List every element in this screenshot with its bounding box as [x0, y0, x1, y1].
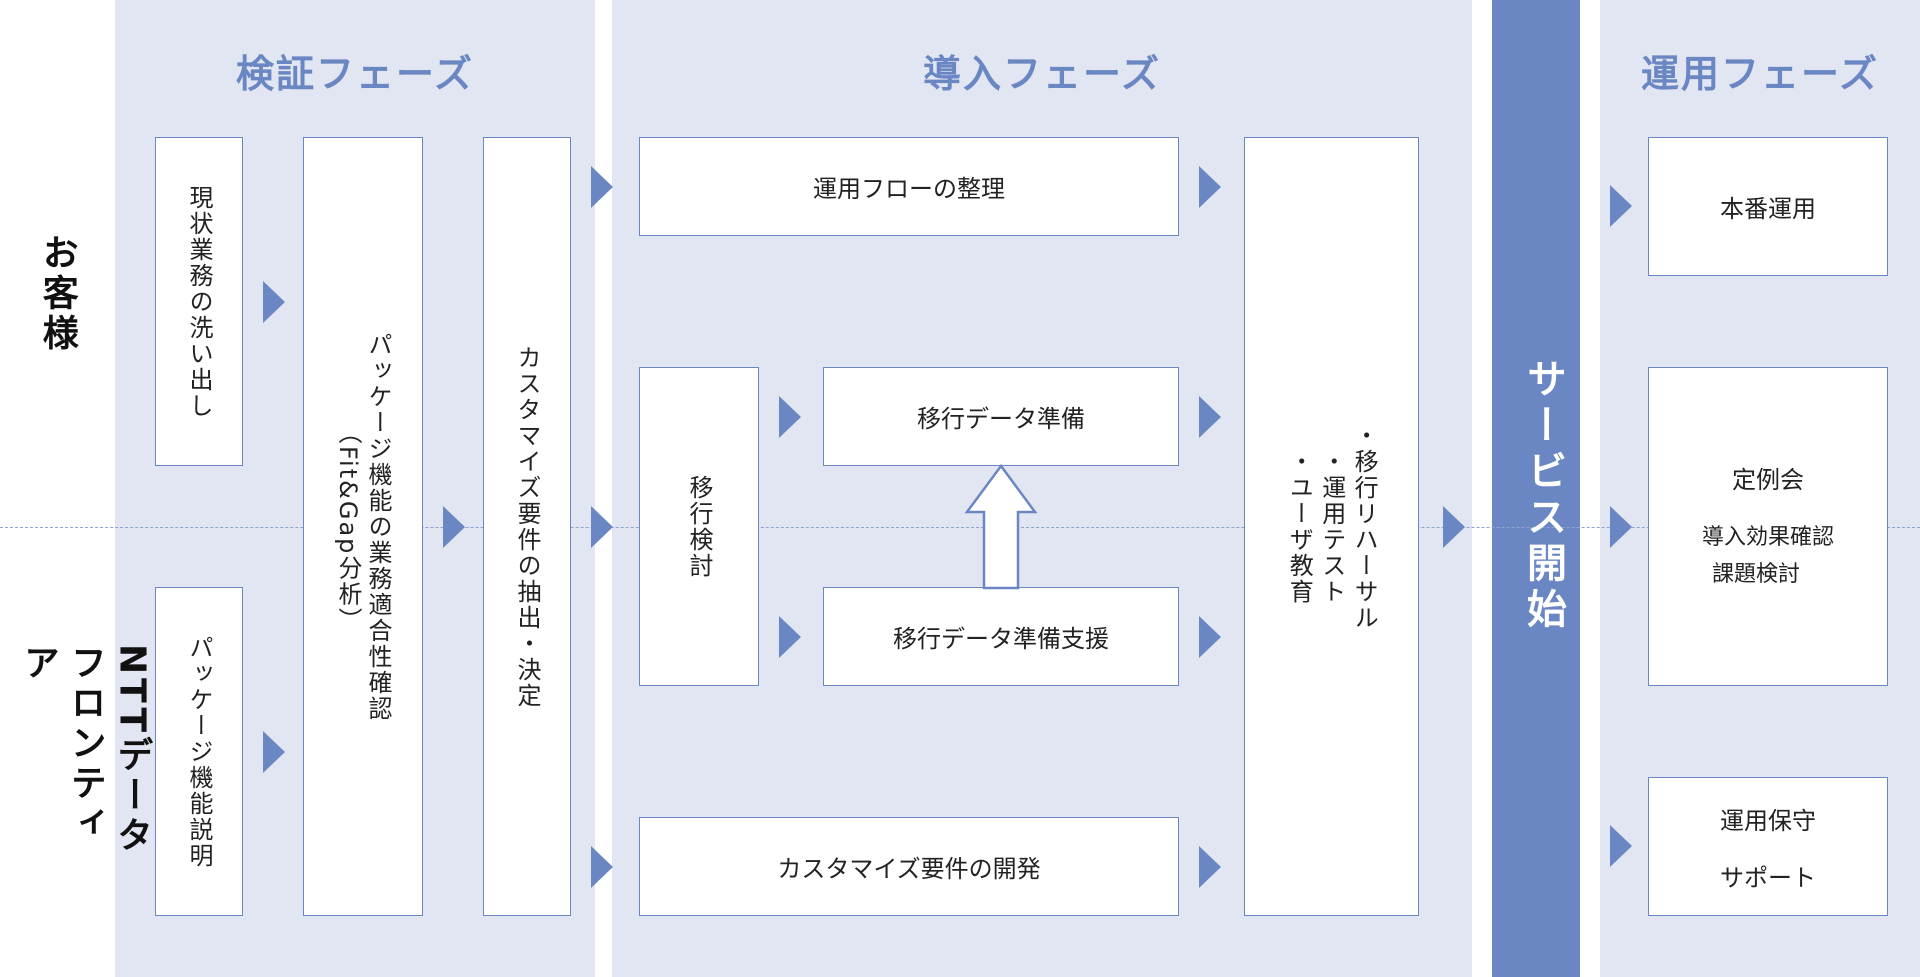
current-ops-box: 現状業務の洗い出し — [155, 137, 243, 466]
arrow-right-icon — [1199, 616, 1221, 658]
custom-req-box: カスタマイズ要件の抽出・決定 — [483, 137, 571, 916]
customer-row-label: お客様 — [36, 234, 78, 354]
support-label: サポート — [1720, 863, 1816, 892]
migration-review-label: 移行検討 — [685, 474, 713, 579]
production-label: 本番運用 — [1720, 195, 1816, 223]
flow-org-label: 運用フローの整理 — [813, 175, 1005, 203]
effect-check-label: 導入効果確認 — [1701, 524, 1834, 550]
rehearsal-item: ・ユーザ教育 — [1285, 448, 1314, 605]
rehearsal-item: ・運用テスト — [1317, 448, 1346, 605]
production-box: 本番運用 — [1648, 137, 1888, 276]
arrow-right-icon — [263, 281, 285, 323]
custom-req-label: カスタマイズ要件の抽出・決定 — [513, 344, 541, 709]
rehearsal-item: ・移行リハーサル — [1350, 422, 1379, 631]
fitgap-text: パッケージ機能の業務適合性確認 （Fit&Gap分析） — [333, 332, 393, 722]
flow-org-box: 運用フローの整理 — [639, 137, 1179, 236]
custom-dev-label: カスタマイズ要件の開発 — [777, 855, 1041, 883]
data-prep-support-label: 移行データ準備支援 — [893, 625, 1109, 653]
arrow-right-icon — [1199, 396, 1221, 438]
fitgap-line2: （Fit&Gap分析） — [334, 419, 362, 634]
arrow-right-icon — [263, 731, 285, 773]
deploy-phase-title: 導入フェーズ — [922, 51, 1162, 96]
arrow-right-icon — [1610, 185, 1632, 227]
issue-review-label: 課題検討 — [1711, 562, 1800, 587]
rehearsal-list: ・移行リハーサル ・運用テスト ・ユーザ教育 — [1283, 423, 1380, 631]
arrow-right-icon — [591, 846, 613, 888]
arrow-right-icon — [1610, 825, 1632, 867]
package-explain-box: パッケージ機能説明 — [155, 587, 243, 916]
data-prep-support-box: 移行データ準備支援 — [823, 587, 1179, 686]
regular-meeting-box: 定例会 導入効果確認 課題検討 — [1648, 367, 1888, 686]
data-prep-label: 移行データ準備 — [917, 405, 1085, 433]
arrow-right-icon — [591, 506, 613, 548]
up-arrow-icon — [964, 463, 1038, 590]
fitgap-box: パッケージ機能の業務適合性確認 （Fit&Gap分析） — [303, 137, 423, 916]
arrow-right-icon — [1610, 506, 1632, 548]
arrow-right-icon — [779, 616, 801, 658]
arrow-right-icon — [591, 166, 613, 208]
ntt-row-label: NTTデータ フロンティア — [17, 644, 153, 857]
rehearsal-box: ・移行リハーサル ・運用テスト ・ユーザ教育 — [1244, 137, 1419, 916]
operate-phase-title: 運用フェーズ — [1640, 51, 1880, 96]
row-divider — [0, 527, 1920, 528]
arrow-right-icon — [1443, 506, 1465, 548]
service-start-label: サービス開始 — [1520, 358, 1566, 634]
custom-dev-box: カスタマイズ要件の開発 — [639, 817, 1179, 916]
data-prep-box: 移行データ準備 — [823, 367, 1179, 466]
current-ops-label: 現状業務の洗い出し — [185, 184, 213, 419]
verify-phase-title: 検証フェーズ — [235, 51, 475, 96]
migration-review-box: 移行検討 — [639, 367, 759, 686]
maintenance-box: 運用保守 サポート — [1648, 777, 1888, 916]
arrow-right-icon — [779, 396, 801, 438]
arrow-right-icon — [443, 506, 465, 548]
package-explain-label: パッケージ機能説明 — [185, 634, 213, 869]
regular-meeting-label: 定例会 — [1732, 465, 1804, 494]
arrow-right-icon — [1199, 846, 1221, 888]
service-start-band — [1492, 0, 1580, 977]
fitgap-line1: パッケージ機能の業務適合性確認 — [364, 331, 392, 722]
arrow-right-icon — [1199, 166, 1221, 208]
maintenance-label: 運用保守 — [1720, 806, 1816, 835]
